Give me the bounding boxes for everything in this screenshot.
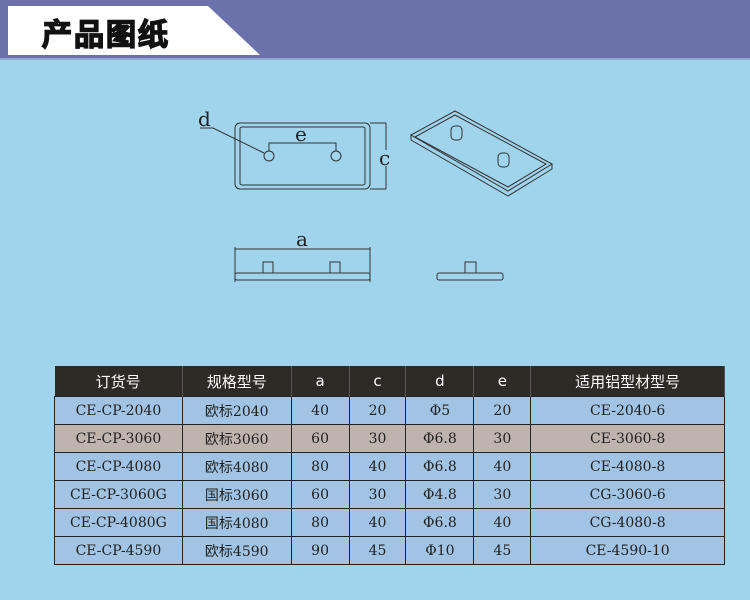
side-view: [234, 247, 371, 282]
label-d: d: [198, 107, 211, 131]
table-cell: 20: [473, 396, 532, 425]
table-cell: CE-CP-2040: [54, 396, 183, 425]
table-cell: 40: [348, 508, 407, 537]
table-cell: CE-CP-4080: [54, 452, 183, 481]
table-cell: 40: [473, 508, 532, 537]
table-cell: CE-4590-10: [530, 536, 725, 565]
column-header: a: [291, 366, 350, 397]
table-cell: CG-3060-6: [530, 480, 725, 509]
column-header: 适用铝型材型号: [530, 366, 725, 397]
label-c: c: [379, 146, 390, 170]
table-cell: 40: [290, 396, 350, 425]
table-cell: 国标4080: [181, 508, 292, 537]
table-cell: Φ6.8: [405, 424, 475, 453]
table-cell: 80: [290, 508, 350, 537]
table-cell: 45: [348, 536, 407, 565]
table-cell: 20: [348, 396, 407, 425]
table-cell: CG-4080-8: [530, 508, 725, 537]
column-header: e: [473, 366, 532, 397]
page-title: 产品图纸: [41, 17, 170, 54]
table-cell: 欧标4080: [181, 452, 292, 481]
column-header: c: [349, 366, 407, 397]
label-a: a: [296, 227, 308, 251]
label-e: e: [295, 122, 307, 146]
table-cell: 40: [473, 452, 532, 481]
table-cell: 欧标2040: [181, 396, 292, 425]
table-cell: Φ4.8: [405, 480, 475, 509]
table-cell: Φ5: [405, 396, 475, 425]
end-view: [436, 261, 504, 281]
table-cell: CE-2040-6: [530, 396, 725, 425]
table-cell: Φ6.8: [405, 452, 475, 481]
table-cell: 60: [290, 480, 350, 509]
table-cell: CE-4080-8: [530, 452, 725, 481]
iso-view: [409, 110, 553, 197]
column-header: 订货号: [54, 366, 183, 397]
table-cell: CE-CP-4080G: [54, 508, 183, 537]
table-cell: 60: [290, 424, 350, 453]
table-cell: 30: [348, 480, 407, 509]
table-cell: 30: [473, 480, 532, 509]
table-cell: Φ6.8: [405, 508, 475, 537]
top-view: [200, 122, 387, 190]
table-cell: 40: [348, 452, 407, 481]
table-cell: 欧标4590: [181, 536, 292, 565]
table-cell: CE-CP-4590: [54, 536, 183, 565]
table-cell: CE-CP-3060: [54, 424, 183, 453]
table-cell: 欧标3060: [181, 424, 292, 453]
table-cell: CE-CP-3060G: [54, 480, 183, 509]
table-cell: 90: [290, 536, 350, 565]
product-drawing: d e c a: [198, 107, 553, 282]
table-cell: 45: [473, 536, 532, 565]
column-header: d: [405, 366, 475, 397]
table-cell: 30: [473, 424, 532, 453]
table-cell: 80: [290, 452, 350, 481]
column-header: 规格型号: [182, 366, 292, 397]
table-cell: CE-3060-8: [530, 424, 725, 453]
table-cell: 30: [348, 424, 407, 453]
table-cell: Φ10: [405, 536, 475, 565]
table-cell: 国标3060: [181, 480, 292, 509]
